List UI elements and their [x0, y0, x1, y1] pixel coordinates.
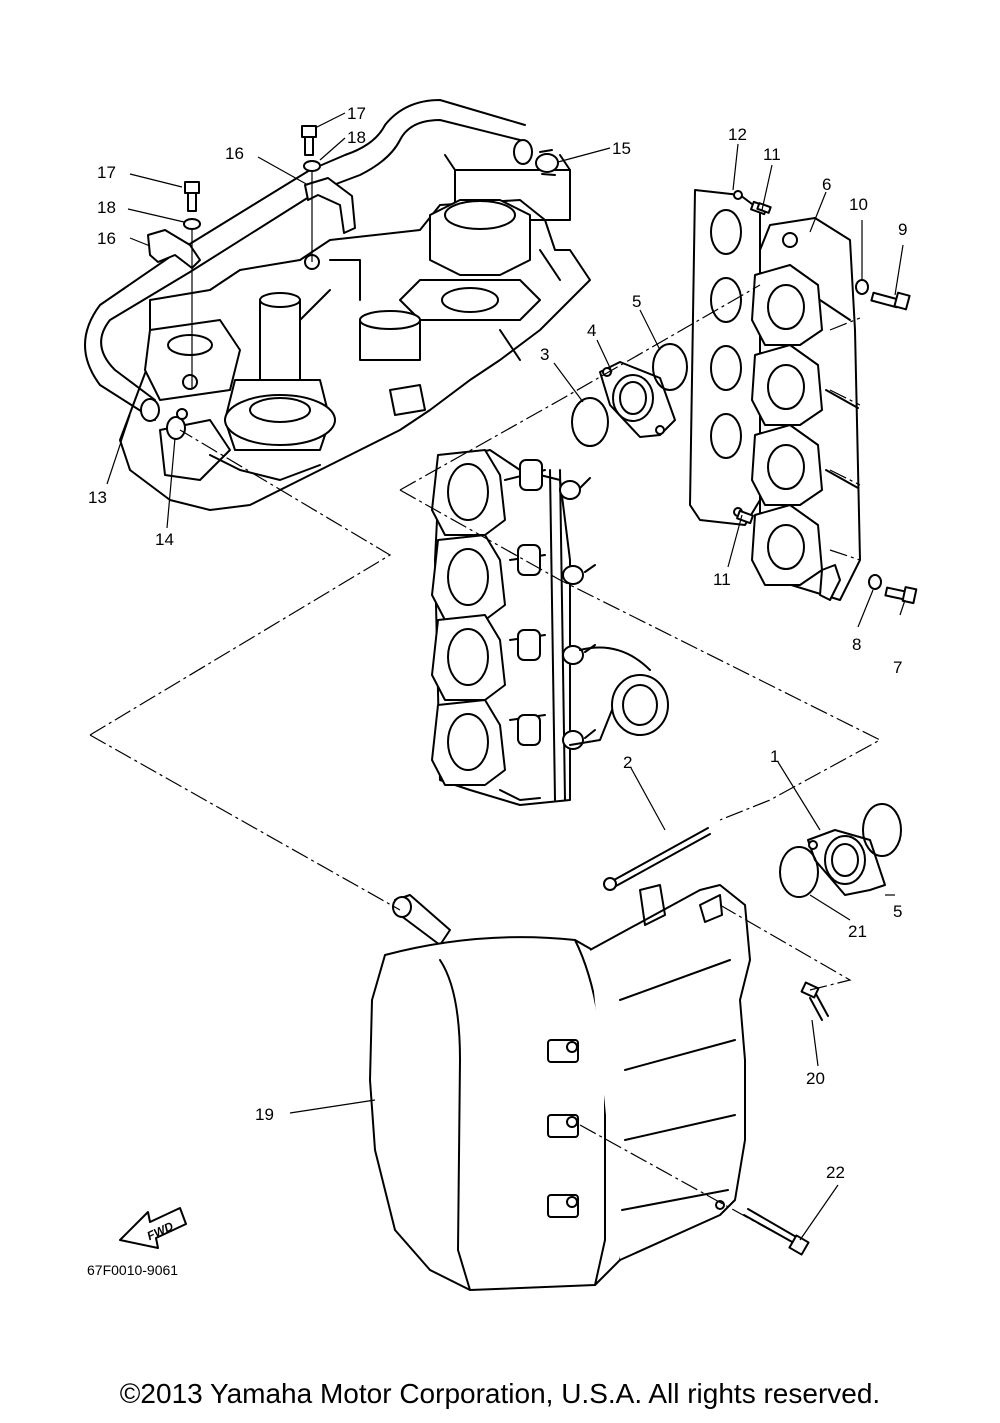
- callout-17-lower: 17: [97, 163, 116, 182]
- callout-17-upper: 17: [347, 104, 366, 123]
- callout-11-lower: 11: [713, 570, 731, 589]
- callout-12: 12: [728, 125, 747, 144]
- diagram-code: 67F0010-9061: [87, 1262, 178, 1278]
- callout-labels: 1 2 3 4 5 5 6 7 8 9 10 11 11 12 13 14 15…: [88, 104, 907, 1182]
- intake-silencer: [369, 884, 751, 1291]
- callout-21: 21: [848, 922, 867, 941]
- callout-16-lower: 16: [97, 229, 116, 248]
- callout-8: 8: [852, 635, 861, 654]
- callout-10: 10: [849, 195, 868, 214]
- callout-3: 3: [540, 345, 549, 364]
- assembly-reference-lines: [89, 284, 882, 1231]
- callout-5-lower: 5: [893, 902, 902, 921]
- callout-20: 20: [806, 1069, 825, 1088]
- callout-6: 6: [822, 175, 831, 194]
- callout-4: 4: [587, 321, 596, 340]
- breather-hose: [84, 99, 533, 422]
- leader-lines: [106, 112, 906, 1241]
- callout-7: 7: [893, 658, 902, 677]
- callout-18-upper: 18: [347, 128, 366, 147]
- silencer-joint-group: [779, 803, 902, 898]
- callout-9: 9: [898, 220, 907, 239]
- intake-gasket-group: [571, 189, 861, 601]
- callout-5-upper: 5: [632, 292, 641, 311]
- callout-1: 1: [770, 747, 779, 766]
- callout-14: 14: [155, 530, 174, 549]
- fwd-arrow-icon: FWD: [119, 1207, 187, 1249]
- callout-2: 2: [623, 753, 632, 772]
- callout-22: 22: [826, 1163, 845, 1182]
- callout-19: 19: [255, 1105, 274, 1124]
- callout-11-upper: 11: [763, 145, 781, 164]
- copyright-notice: ©2013 Yamaha Motor Corporation, U.S.A. A…: [119, 1378, 881, 1409]
- hose-clips-and-bolts: [147, 125, 559, 440]
- callout-15: 15: [612, 139, 631, 158]
- callout-13: 13: [88, 488, 107, 507]
- carburetor-assembly: [431, 449, 669, 806]
- engine-block: [119, 154, 591, 511]
- callout-18-lower: 18: [97, 198, 116, 217]
- callout-16-upper: 16: [225, 144, 244, 163]
